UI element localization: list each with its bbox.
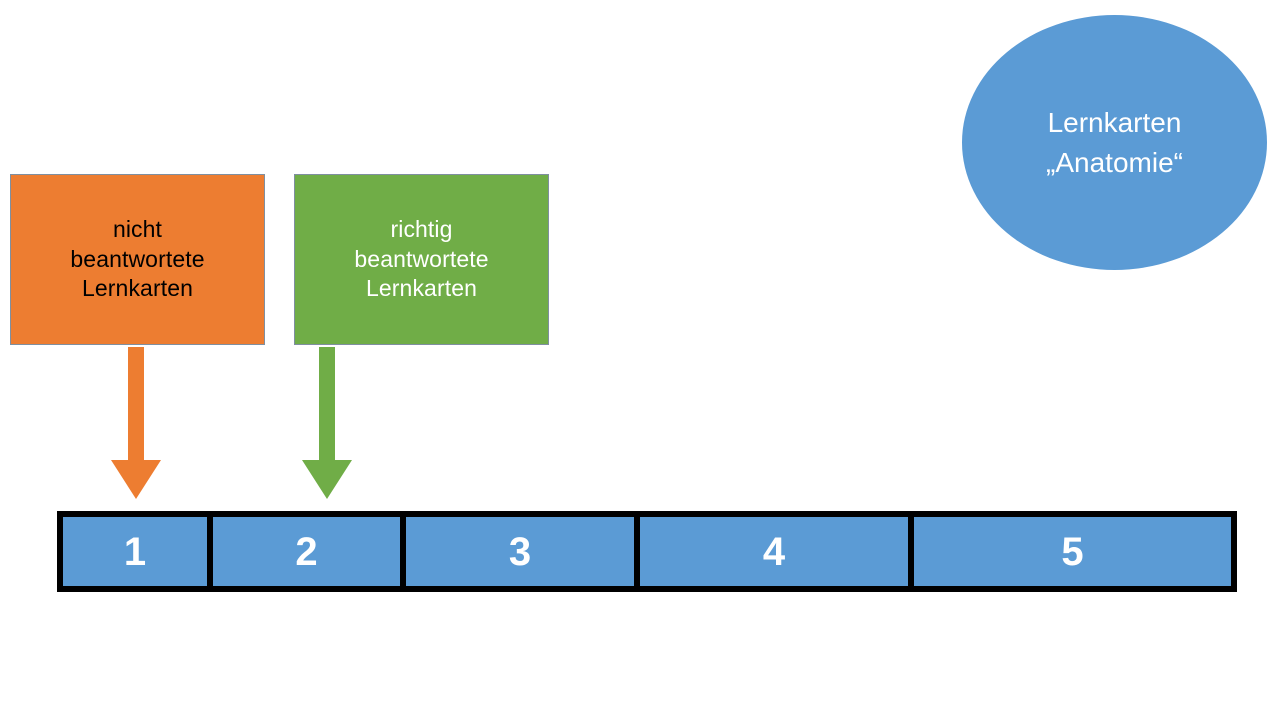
legend-box-correct-text: richtig beantwortete Lernkarten xyxy=(348,215,494,303)
down-arrow-icon-correct xyxy=(302,347,352,499)
topic-bubble-line-1: Lernkarten xyxy=(1047,106,1182,138)
topic-bubble-line-2: „Anatomie“ xyxy=(1046,146,1183,178)
legend-box-unanswered-line-1: nicht xyxy=(112,216,163,243)
flashcard-compartment-3[interactable]: 3 xyxy=(406,517,634,586)
legend-box-correct-line-2: beantwortete xyxy=(354,245,489,272)
flashcard-compartment-2-label: 2 xyxy=(295,529,318,574)
legend-box-correct: richtig beantwortete Lernkarten xyxy=(294,174,549,345)
topic-bubble: Lernkarten „Anatomie“ xyxy=(962,15,1267,270)
flashcard-compartment-1-label: 1 xyxy=(123,529,147,574)
flashcard-compartment-3-label: 3 xyxy=(508,529,532,574)
flashcard-compartment-5-label: 5 xyxy=(1061,529,1084,574)
legend-box-unanswered-line-3: Lernkarten xyxy=(82,275,193,302)
down-arrow-icon-unanswered xyxy=(111,347,161,499)
flashcard-compartment-4-label: 4 xyxy=(762,529,786,574)
flashcard-compartment-1[interactable]: 1 xyxy=(63,517,207,586)
legend-box-correct-line-1: richtig xyxy=(390,216,453,243)
topic-bubble-text: Lernkarten „Anatomie“ xyxy=(1046,103,1183,183)
flashcard-compartment-5[interactable]: 5 xyxy=(914,517,1231,586)
legend-box-correct-line-3: Lernkarten xyxy=(366,275,477,302)
flashcard-compartment-4[interactable]: 4 xyxy=(640,517,908,586)
legend-box-unanswered-text: nicht beantwortete Lernkarten xyxy=(64,215,210,303)
flashcard-compartment-2[interactable]: 2 xyxy=(213,517,400,586)
legend-box-unanswered: nicht beantwortete Lernkarten xyxy=(10,174,265,345)
legend-box-unanswered-line-2: beantwortete xyxy=(70,245,205,272)
flashcard-box: 1 2 3 4 5 xyxy=(57,511,1237,592)
